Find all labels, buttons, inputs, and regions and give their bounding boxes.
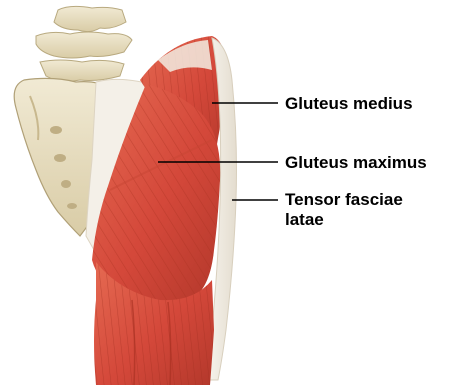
label-gluteus-maximus: Gluteus maximus [285,153,427,173]
label-gluteus-medius: Gluteus medius [285,94,413,114]
lumbar-vertebrae [36,6,132,81]
label-tensor-line-1: Tensor fasciae [285,190,403,210]
label-tensor-line-2: latae [285,210,403,230]
label-tensor-fasciae-latae: Tensor fasciae latae [285,190,403,230]
